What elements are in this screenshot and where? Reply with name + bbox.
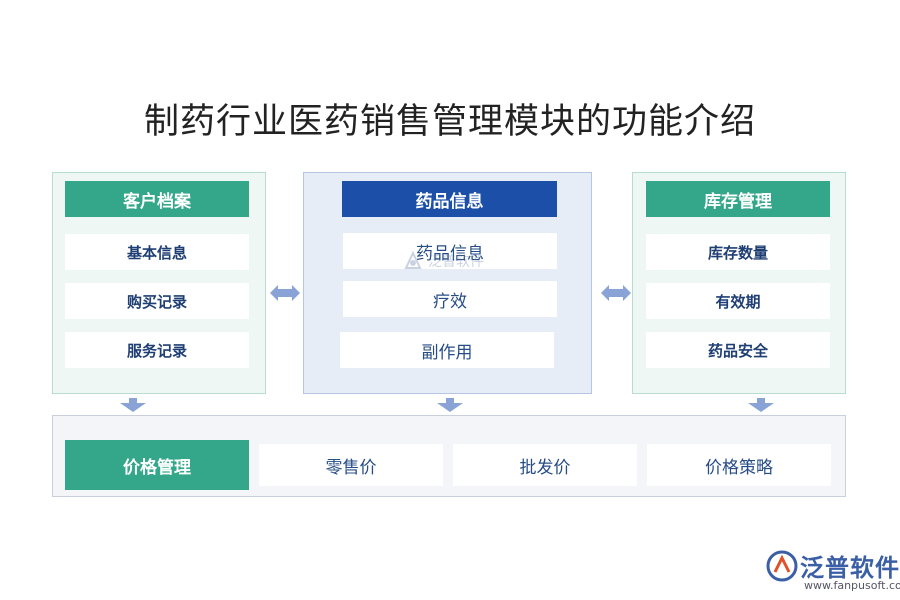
customer-archive-panel: 客户档案 基本信息 购买记录 服务记录 <box>52 172 266 394</box>
service-record-item: 服务记录 <box>65 332 249 368</box>
left-mid-double-arrow-icon <box>270 285 300 301</box>
price-strategy-item: 价格策略 <box>647 444 831 486</box>
watermark-text: 泛普软件 <box>428 254 484 270</box>
watermark-logo-icon <box>404 250 422 269</box>
drug-info-header: 药品信息 <box>342 181 557 217</box>
purchase-record-item: 购买记录 <box>65 283 249 319</box>
drug-safety-item: 药品安全 <box>646 332 830 368</box>
brand-logo-name: 泛普软件 <box>800 554 900 582</box>
price-management-panel: 价格管理 零售价 批发价 价格策略 <box>52 415 846 497</box>
mid-down-arrow-icon <box>437 398 463 412</box>
efficacy-item: 疗效 <box>343 281 557 317</box>
drug-info-item: 药品信息 <box>343 233 557 269</box>
brand-logo-icon <box>766 550 798 582</box>
right-down-arrow-icon <box>748 398 774 412</box>
side-effect-item: 副作用 <box>340 332 554 368</box>
brand-logo-url: www.fanpusoft.com <box>804 579 900 592</box>
inventory-header: 库存管理 <box>646 181 830 217</box>
mid-right-double-arrow-icon <box>601 285 631 301</box>
drug-info-panel: 药品信息 药品信息 疗效 副作用 <box>303 172 592 394</box>
basic-info-item: 基本信息 <box>65 234 249 270</box>
wholesale-price-item: 批发价 <box>453 444 637 486</box>
page-title: 制药行业医药销售管理模块的功能介绍 <box>143 102 756 142</box>
watermark: 泛普软件 <box>402 250 484 272</box>
price-management-header: 价格管理 <box>65 440 249 490</box>
validity-item: 有效期 <box>646 283 830 319</box>
retail-price-item: 零售价 <box>259 444 443 486</box>
stock-quantity-item: 库存数量 <box>646 234 830 270</box>
brand-logo: 泛普软件 www.fanpusoft.com <box>764 548 900 594</box>
customer-archive-header: 客户档案 <box>65 181 249 217</box>
left-down-arrow-icon <box>120 398 146 412</box>
inventory-panel: 库存管理 库存数量 有效期 药品安全 <box>632 172 846 394</box>
